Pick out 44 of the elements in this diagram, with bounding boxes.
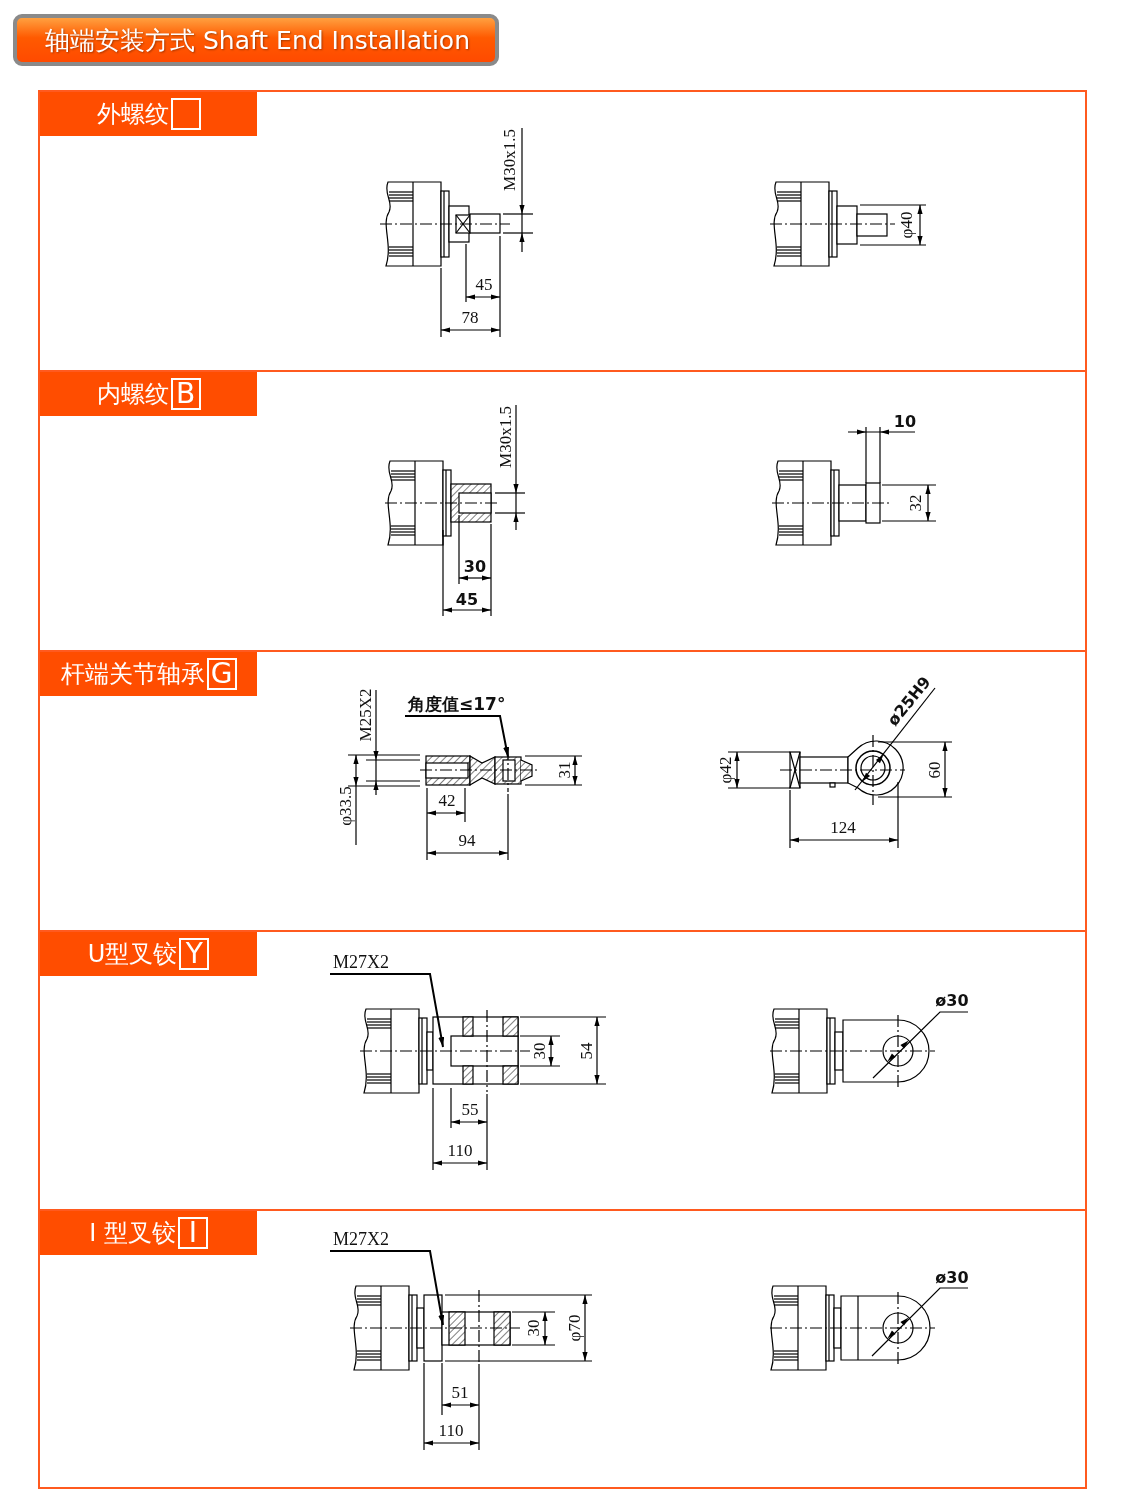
dimension-text: 54 [577, 1042, 597, 1060]
dimension-text: 45 [455, 589, 479, 609]
dimension-text: 94 [458, 831, 476, 851]
letter-box: G [206, 658, 237, 690]
dimension-text: 32 [906, 494, 926, 512]
dimension-text: 30 [530, 1042, 550, 1060]
dimension-text: 31 [555, 761, 575, 779]
callout-text: 角度值≤17° [405, 693, 506, 716]
dimension-text: φ70 [565, 1314, 585, 1342]
header-text: I 型叉铰 [89, 1218, 176, 1249]
dimension-text: 51 [451, 1383, 469, 1403]
section-panel [38, 1209, 1087, 1489]
dimension-text: ø30 [935, 990, 969, 1010]
callout-text: M27X2 [330, 1228, 389, 1251]
dimension-text: 30 [524, 1319, 544, 1337]
dimension-text: 45 [475, 275, 493, 295]
header-text: 杆端关节轴承 [60, 659, 205, 690]
dimension-text: φ42 [716, 756, 736, 784]
letter-box: B [170, 378, 201, 410]
leader-line [329, 1250, 445, 1326]
dimension-text: 78 [461, 308, 479, 328]
header-text: 内螺纹 [96, 379, 169, 410]
letter-box: Y [179, 938, 210, 970]
header-text: 外螺纹 [96, 99, 169, 130]
callout-text: M27X2 [330, 951, 389, 974]
dimension-text: M30x1.5 [500, 129, 520, 191]
header-text: U型叉铰 [87, 939, 178, 970]
leader-line [404, 715, 510, 758]
dimension-text: ø30 [935, 1267, 969, 1287]
dimension-text: 110 [447, 1141, 473, 1161]
dimension-text: φ33.5 [336, 786, 356, 826]
dimension-text: M25X2 [356, 688, 376, 742]
dimension-text: 10 [893, 411, 917, 431]
title-text: 轴端安装方式 Shaft End Installation [45, 24, 470, 57]
letter-box: I [177, 1217, 208, 1249]
dimension-text: M30x1.5 [496, 406, 516, 468]
dimension-text: φ40 [897, 211, 917, 239]
dimension-text: 124 [830, 818, 856, 838]
dimension-text: 60 [925, 761, 945, 779]
dimension-text: 55 [461, 1100, 479, 1120]
dimension-text: 30 [463, 556, 487, 576]
leader-line [329, 973, 445, 1048]
dimension-text: 110 [438, 1421, 464, 1441]
dimension-text: 42 [438, 791, 456, 811]
